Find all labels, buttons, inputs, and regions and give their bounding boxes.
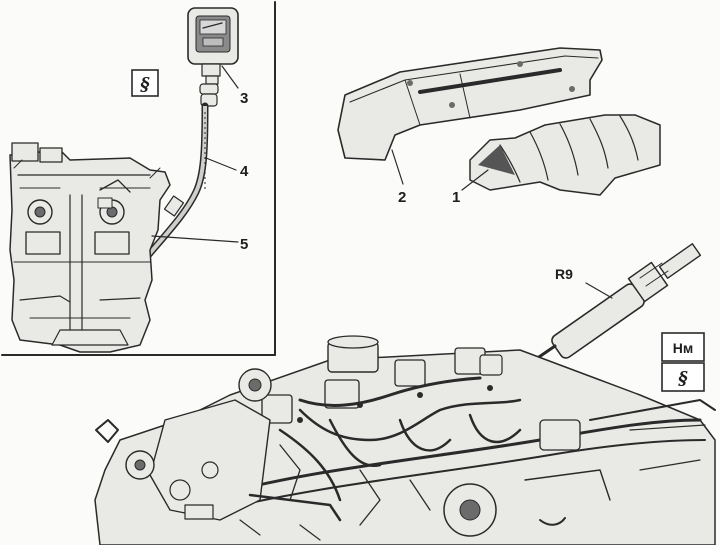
engine-cover-upper (337, 47, 603, 161)
main-engine (94, 335, 716, 545)
injector-row (238, 335, 503, 424)
svg-text:§: § (677, 368, 688, 389)
right-components (443, 399, 716, 537)
compression-gauge (187, 7, 239, 107)
callout-1: 1 (452, 189, 460, 206)
callout-r9: R9 (555, 266, 573, 282)
gauge-hose (101, 102, 209, 309)
engine-cover-lower (469, 114, 661, 196)
engine-details (239, 385, 493, 541)
front-cover (95, 399, 342, 522)
inset-leader-lines (151, 65, 239, 243)
torque-label: Нм (673, 340, 693, 356)
inset-engine-block (9, 142, 171, 353)
callout-5: 5 (240, 236, 248, 253)
special-tool-symbol-icon-right: § (661, 362, 705, 392)
torque-box: Нм (661, 332, 705, 362)
special-tool-symbol-icon: § (131, 69, 159, 97)
fuel-lines (198, 376, 706, 513)
cover-leader-lines (391, 149, 489, 191)
svg-text:§: § (139, 74, 150, 95)
callout-4: 4 (240, 163, 249, 180)
callout-2: 2 (398, 189, 406, 206)
spark-plug-r9 (518, 243, 702, 372)
callout-3: 3 (240, 90, 248, 107)
inset-frame (1, 1, 276, 356)
